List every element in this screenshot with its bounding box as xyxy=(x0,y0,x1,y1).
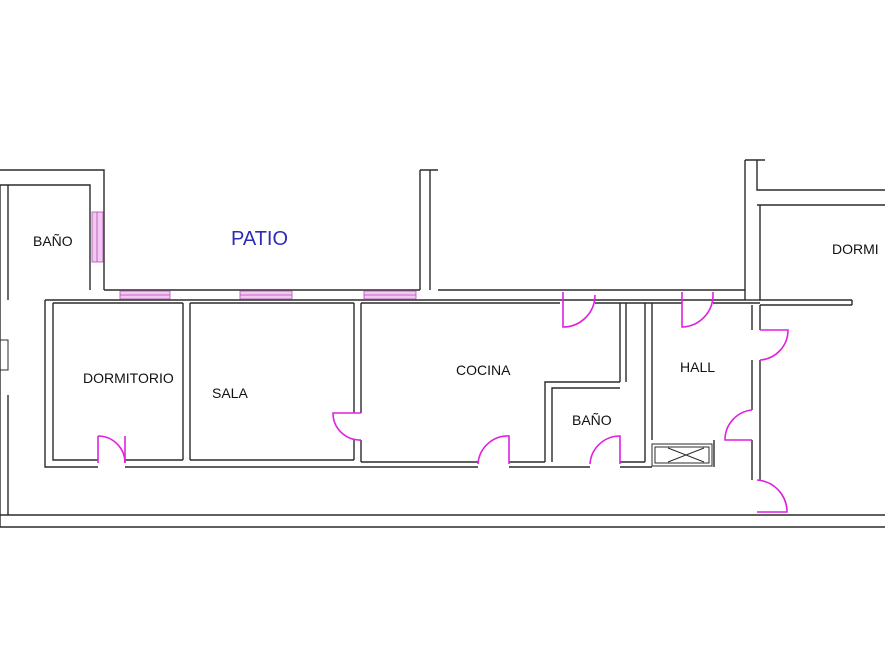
door-dormitorio xyxy=(97,435,126,464)
room-label-cocina: COCINA xyxy=(456,362,511,378)
room-label-patio: PATIO xyxy=(231,228,288,250)
door-sala xyxy=(332,412,362,441)
room-label-dormitorio-right: DORMI xyxy=(832,241,879,257)
shaft-symbol xyxy=(651,443,713,467)
window-bano-left xyxy=(91,211,104,263)
door-hall-lower xyxy=(724,409,753,441)
room-label-dormitorio: DORMITORIO xyxy=(83,370,174,386)
room-label-sala: SALA xyxy=(212,385,248,401)
door-cocina-top xyxy=(562,292,596,328)
doors xyxy=(97,292,789,513)
door-dormitorio-right xyxy=(759,329,789,361)
interior-walls xyxy=(44,299,761,480)
door-exterior xyxy=(756,479,788,513)
room-label-hall: HALL xyxy=(680,359,715,375)
exterior-walls xyxy=(0,159,885,528)
door-bano xyxy=(589,435,621,465)
door-cocina xyxy=(477,435,510,465)
windows xyxy=(91,211,417,300)
room-label-bano-left: BAÑO xyxy=(33,233,73,249)
room-label-bano-center: BAÑO xyxy=(572,412,612,428)
door-hall xyxy=(681,292,714,328)
